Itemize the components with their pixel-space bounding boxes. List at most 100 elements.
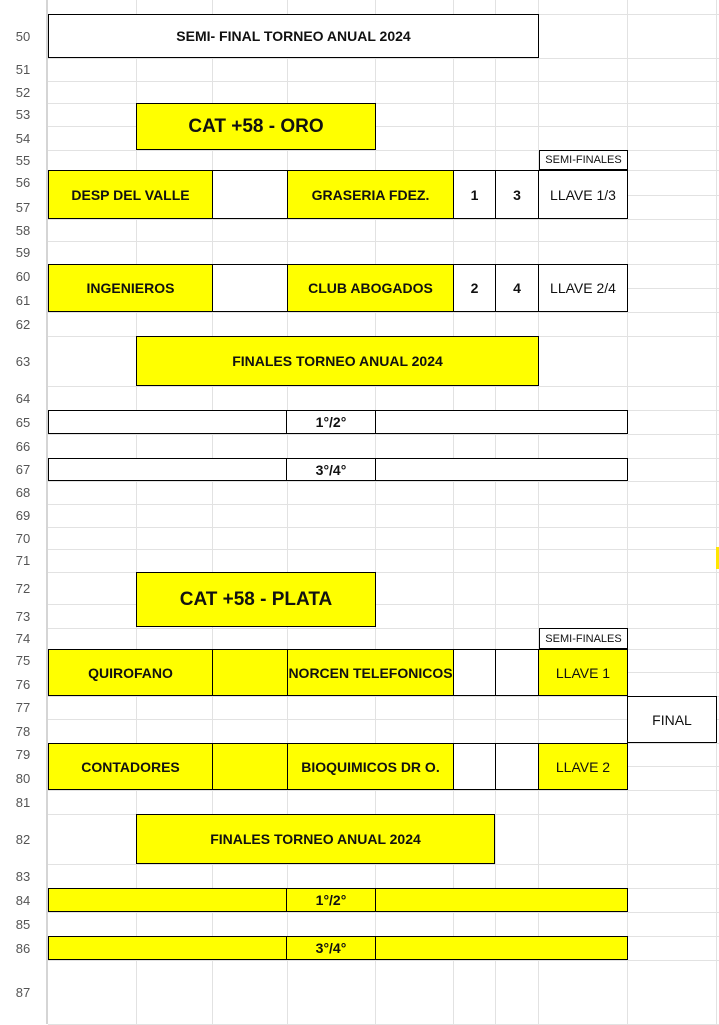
llave-2-4-cell[interactable]: LLAVE 2/4 bbox=[538, 264, 628, 312]
final-cell[interactable]: FINAL bbox=[627, 696, 717, 743]
grid-row-line bbox=[48, 527, 719, 528]
row-number[interactable]: 56 bbox=[15, 175, 31, 190]
llave-2-cell[interactable]: LLAVE 2 bbox=[538, 743, 628, 790]
grid-row-line bbox=[48, 572, 719, 573]
llave-1-cell[interactable]: LLAVE 1 bbox=[538, 649, 628, 696]
row-number[interactable]: 62 bbox=[15, 316, 31, 332]
grid-row-line bbox=[48, 126, 719, 127]
team-contadores-cell[interactable]: CONTADORES bbox=[48, 743, 213, 790]
semifinales-label-oro[interactable]: SEMI-FINALES bbox=[539, 150, 628, 170]
row-number[interactable]: 75 bbox=[15, 653, 31, 668]
seed-cell[interactable]: 3 bbox=[495, 170, 539, 219]
team-graseria-fdez-cell[interactable]: GRASERIA FDEZ. bbox=[287, 170, 454, 219]
row-number[interactable]: 53 bbox=[15, 107, 31, 122]
final-row-right-cell[interactable] bbox=[375, 410, 628, 434]
row-number[interactable]: 59 bbox=[15, 245, 31, 260]
plata-third-row-left-cell[interactable] bbox=[48, 936, 287, 960]
row-number[interactable]: 55 bbox=[15, 152, 31, 168]
final-row-left-cell[interactable] bbox=[48, 410, 287, 434]
row-number[interactable]: 60 bbox=[15, 268, 31, 284]
seed-cell-empty[interactable] bbox=[453, 743, 496, 790]
plata-third-fourth-place-cell[interactable]: 3°/4° bbox=[286, 936, 376, 960]
row-number[interactable]: 68 bbox=[15, 485, 31, 500]
grid-row-line bbox=[48, 481, 719, 482]
grid-row-line bbox=[48, 58, 719, 59]
score-cell-empty[interactable] bbox=[212, 649, 288, 696]
grid-row-line bbox=[48, 790, 719, 791]
plata-third-row-right-cell[interactable] bbox=[375, 936, 628, 960]
grid-row-line bbox=[48, 604, 719, 605]
team-ingenieros-cell[interactable]: INGENIEROS bbox=[48, 264, 213, 312]
row-number[interactable]: 77 bbox=[15, 700, 31, 715]
row-number[interactable]: 83 bbox=[15, 868, 31, 884]
grid-column-line bbox=[136, 0, 137, 1024]
grid-row-line bbox=[48, 81, 719, 82]
finales-title-plata[interactable]: FINALES TORNEO ANUAL 2024 bbox=[136, 814, 495, 864]
seed-cell[interactable]: 4 bbox=[495, 264, 539, 312]
grid-row-line bbox=[48, 960, 719, 961]
row-number[interactable]: 58 bbox=[15, 222, 31, 238]
score-cell-empty[interactable] bbox=[212, 743, 288, 790]
row-number[interactable]: 82 bbox=[15, 831, 31, 847]
row-number[interactable]: 80 bbox=[15, 770, 31, 786]
category-oro-cell[interactable]: CAT +58 - ORO bbox=[136, 103, 376, 150]
row-number[interactable]: 61 bbox=[15, 292, 31, 308]
row-number[interactable]: 85 bbox=[15, 916, 31, 932]
row-number[interactable]: 54 bbox=[15, 130, 31, 146]
semifinales-label-plata[interactable]: SEMI-FINALES bbox=[539, 628, 628, 649]
row-number[interactable]: 84 bbox=[15, 892, 31, 908]
third-fourth-place-cell[interactable]: 3°/4° bbox=[286, 458, 376, 481]
row-number[interactable]: 73 bbox=[15, 608, 31, 624]
team-norcen-telefonicos-cell[interactable]: NORCEN TELEFONICOS bbox=[287, 649, 454, 696]
grid-row-line bbox=[48, 912, 719, 913]
seed-cell[interactable]: 1 bbox=[453, 170, 496, 219]
semifinal-header-cell[interactable]: SEMI- FINAL TORNEO ANUAL 2024 bbox=[48, 14, 539, 58]
team-bioquimicos-cell[interactable]: BIOQUIMICOS DR O. bbox=[287, 743, 454, 790]
row-number[interactable]: 65 bbox=[15, 414, 31, 430]
grid-column-line bbox=[495, 0, 496, 1024]
plata-final-row-left-cell[interactable] bbox=[48, 888, 287, 912]
grid-column-line bbox=[716, 0, 717, 1024]
plata-final-row-right-cell[interactable] bbox=[375, 888, 628, 912]
grid-row-line bbox=[48, 241, 719, 242]
llave-1-3-cell[interactable]: LLAVE 1/3 bbox=[538, 170, 628, 219]
row-number[interactable]: 52 bbox=[15, 84, 31, 100]
row-number[interactable]: 74 bbox=[15, 631, 31, 646]
seed-cell-empty[interactable] bbox=[495, 743, 539, 790]
row-number[interactable]: 76 bbox=[15, 676, 31, 692]
row-number[interactable]: 81 bbox=[15, 794, 31, 810]
seed-cell-empty[interactable] bbox=[495, 649, 539, 696]
third-row-right-cell[interactable] bbox=[375, 458, 628, 481]
finales-title-oro[interactable]: FINALES TORNEO ANUAL 2024 bbox=[136, 336, 539, 386]
third-row-left-cell[interactable] bbox=[48, 458, 287, 481]
row-number[interactable]: 51 bbox=[15, 62, 31, 77]
plata-first-second-place-cell[interactable]: 1°/2° bbox=[286, 888, 376, 912]
team-quirofano-cell[interactable]: QUIROFANO bbox=[48, 649, 213, 696]
row-number[interactable]: 87 bbox=[15, 984, 31, 1000]
grid-column-line bbox=[212, 0, 213, 1024]
row-number[interactable]: 63 bbox=[15, 353, 31, 369]
seed-cell-empty[interactable] bbox=[453, 649, 496, 696]
row-number[interactable]: 86 bbox=[15, 940, 31, 956]
first-second-place-cell[interactable]: 1°/2° bbox=[286, 410, 376, 434]
row-number[interactable]: 57 bbox=[15, 199, 31, 215]
score-cell-empty[interactable] bbox=[212, 264, 288, 312]
seed-cell[interactable]: 2 bbox=[453, 264, 496, 312]
team-desp-del-valle-cell[interactable]: DESP DEL VALLE bbox=[48, 170, 213, 219]
row-number[interactable]: 67 bbox=[15, 462, 31, 477]
grid-row-line bbox=[48, 150, 719, 151]
row-number[interactable]: 70 bbox=[15, 530, 31, 546]
score-cell-empty[interactable] bbox=[212, 170, 288, 219]
row-number[interactable]: 50 bbox=[15, 28, 31, 44]
row-number[interactable]: 69 bbox=[15, 508, 31, 523]
row-number[interactable]: 72 bbox=[15, 580, 31, 596]
row-number[interactable]: 71 bbox=[15, 553, 31, 568]
row-number[interactable]: 64 bbox=[15, 390, 31, 406]
row-number[interactable]: 78 bbox=[15, 723, 31, 739]
grid-column-line bbox=[453, 0, 454, 1024]
row-number[interactable]: 66 bbox=[15, 438, 31, 454]
team-club-abogados-cell[interactable]: CLUB ABOGADOS bbox=[287, 264, 454, 312]
category-plata-cell[interactable]: CAT +58 - PLATA bbox=[136, 572, 376, 627]
row-number[interactable]: 79 bbox=[15, 747, 31, 762]
grid-row-line bbox=[48, 719, 719, 720]
